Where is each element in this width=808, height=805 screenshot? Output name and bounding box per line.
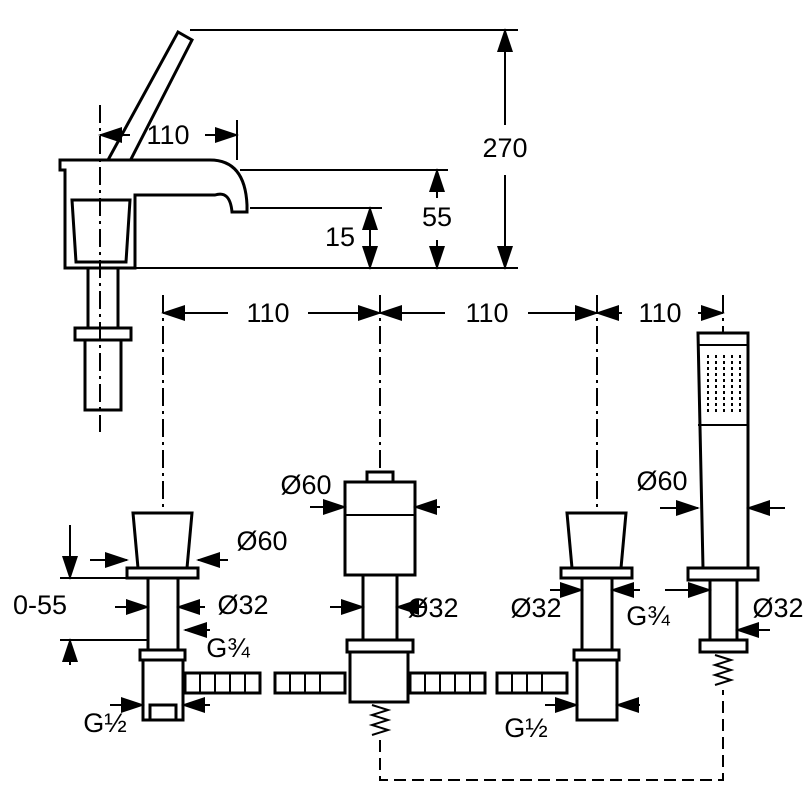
spacing-label-1: 110 <box>246 298 289 328</box>
center-spout-body <box>343 470 417 736</box>
shower-thread-label: G¾ <box>626 601 670 631</box>
spout-offset-label: 15 <box>325 222 355 252</box>
right-valve <box>559 511 634 722</box>
right-outlet-label: G½ <box>504 713 548 743</box>
component-dimensions: Ø60 Ø32 G¾ 0-55 G½ Ø60 Ø32 Ø32 G½ Ø60 G¾… <box>13 466 804 743</box>
left-outlet-label: G½ <box>83 708 127 738</box>
spout-reach-label: 110 <box>146 120 189 150</box>
side-view-faucet <box>58 29 249 432</box>
left-thread-label: G¾ <box>206 633 250 663</box>
left-range-label: 0-55 <box>13 590 67 620</box>
left-stem-dia-label: Ø32 <box>217 590 268 620</box>
right-stem-dia-label: Ø32 <box>510 593 561 623</box>
left-cap-dia-label: Ø60 <box>236 526 287 556</box>
hand-shower <box>686 331 760 686</box>
top-dimensions: 110 270 55 15 <box>98 27 528 270</box>
shower-dia-label: Ø60 <box>636 466 687 496</box>
total-height-label: 270 <box>482 133 527 163</box>
spacing-label-3: 110 <box>638 298 681 328</box>
spacing-label-2: 110 <box>465 298 508 328</box>
spout-height-label: 55 <box>422 202 452 232</box>
spout-stem-dia-label: Ø32 <box>407 593 458 623</box>
spout-dia-label: Ø60 <box>280 470 331 500</box>
spacing-dimensions: 110 110 110 <box>161 295 725 512</box>
shower-stem-dia-label: Ø32 <box>752 593 803 623</box>
connecting-hoses <box>183 671 724 781</box>
